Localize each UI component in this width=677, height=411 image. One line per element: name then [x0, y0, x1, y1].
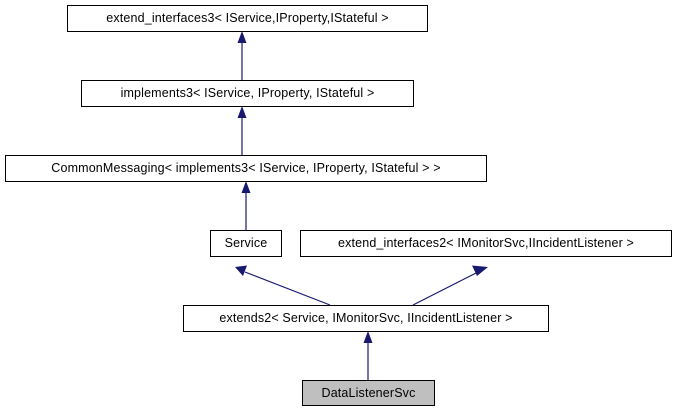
- class-node-label: extends2< Service, IMonitorSvc, IInciden…: [219, 311, 513, 326]
- class-node-label: Service: [224, 236, 268, 251]
- class-node-label: CommonMessaging< implements3< IService, …: [51, 161, 441, 176]
- class-node-datalistenersvc[interactable]: DataListenerSvc: [302, 380, 435, 406]
- edge-datalistenersvc-to-extends2: [363, 331, 373, 380]
- class-node-extends2[interactable]: extends2< Service, IMonitorSvc, IInciden…: [183, 305, 549, 332]
- edge-extends2-to-extend-interfaces2: [412, 265, 488, 306]
- edge-implements3-to-extend-interfaces3: [237, 31, 247, 80]
- class-node-service[interactable]: Service: [210, 230, 282, 257]
- class-node-label: extend_interfaces2< IMonitorSvc,IInciden…: [337, 236, 634, 251]
- class-node-extend-interfaces3[interactable]: extend_interfaces3< IService,IProperty,I…: [67, 5, 428, 32]
- edge-commonmessaging-to-implements3: [237, 106, 247, 155]
- class-node-commonmessaging[interactable]: CommonMessaging< implements3< IService, …: [5, 155, 487, 182]
- class-node-implements3[interactable]: implements3< IService, IProperty, IState…: [81, 80, 414, 107]
- edge-service-to-commonmessaging: [241, 181, 251, 230]
- class-node-label: DataListenerSvc: [321, 385, 416, 400]
- class-node-extend-interfaces2[interactable]: extend_interfaces2< IMonitorSvc,IInciden…: [300, 230, 672, 257]
- class-node-label: implements3< IService, IProperty, IState…: [120, 86, 375, 101]
- class-node-label: extend_interfaces3< IService,IProperty,I…: [106, 11, 389, 26]
- edge-extends2-to-service: [235, 265, 331, 306]
